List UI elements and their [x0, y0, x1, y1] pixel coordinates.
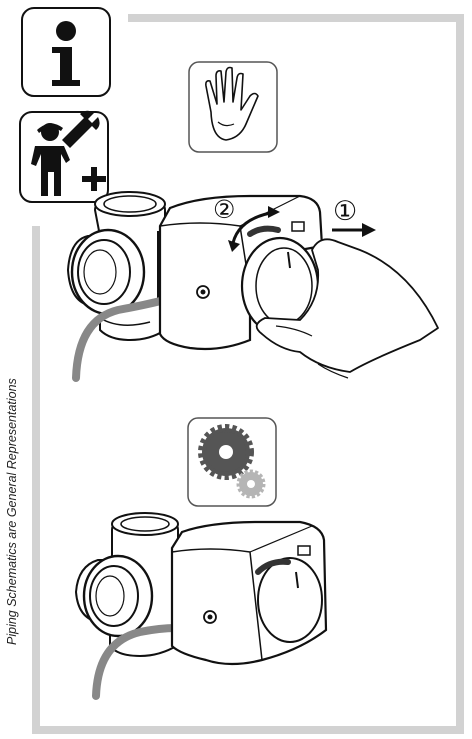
valve-bottom — [76, 513, 326, 696]
step-1-label: ① — [333, 196, 357, 227]
technician-tools-icon — [20, 111, 108, 202]
hand-icon — [189, 62, 277, 152]
step-2-label: ② — [213, 195, 235, 224]
info-icon — [22, 8, 110, 96]
piping-disclaimer: Piping Schematics are General Representa… — [5, 425, 19, 645]
gears-icon — [188, 418, 276, 506]
